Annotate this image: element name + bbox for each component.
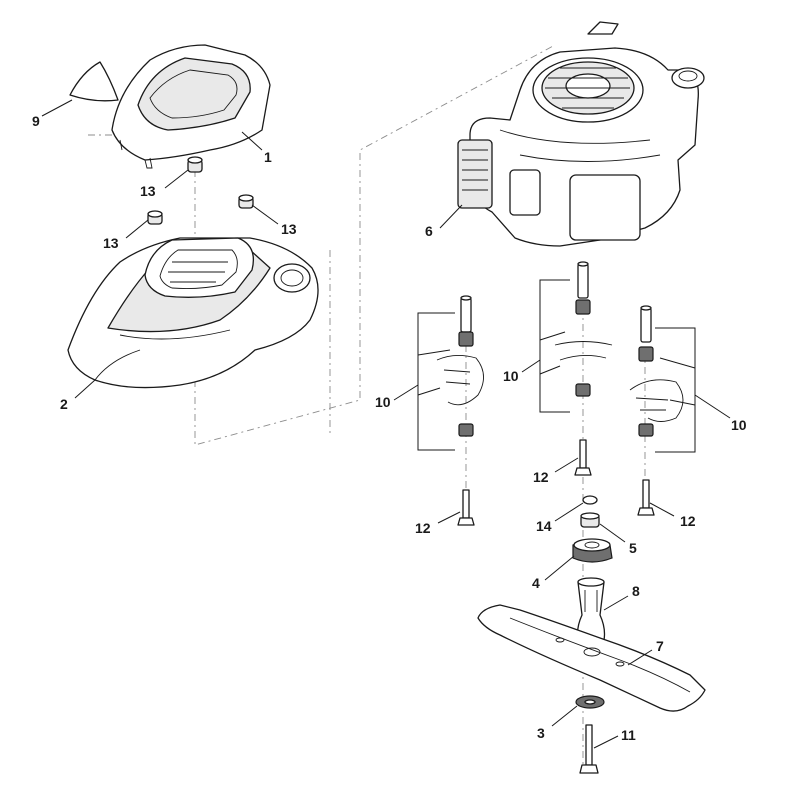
callout-10-right: 10 [731, 417, 747, 433]
left-adapter-group [436, 295, 484, 526]
part-4-hub [572, 538, 613, 563]
callout-12-left: 12 [415, 520, 431, 536]
leader-lines [41, 99, 731, 749]
part-2-lower-housing [67, 237, 319, 389]
callout-12-right: 12 [680, 513, 696, 529]
part-13-grommet-right [238, 194, 254, 209]
part-13-grommet-upper [187, 156, 203, 173]
callout-labels: 9 1 13 13 13 2 6 10 10 10 12 12 12 14 5 … [32, 113, 747, 743]
callout-12-center: 12 [533, 469, 549, 485]
right-adapter-group [629, 305, 684, 516]
callout-6: 6 [425, 223, 433, 239]
part-13-grommet-left [147, 210, 163, 225]
part-8-blade-adapter [576, 577, 606, 644]
part-6-engine [457, 21, 705, 247]
callout-13-left: 13 [103, 235, 119, 251]
callout-4: 4 [532, 575, 540, 591]
part-7-blade [477, 604, 706, 712]
callout-11: 11 [621, 727, 636, 743]
part-1-engine-cover [111, 44, 271, 169]
callout-14: 14 [536, 518, 552, 534]
center-adapter-group [554, 261, 613, 476]
brackets-item-10 [417, 279, 696, 453]
callout-13-upper: 13 [140, 183, 156, 199]
part-5-spacer [580, 512, 600, 528]
part-3-washer [575, 695, 605, 709]
callout-1: 1 [264, 149, 272, 165]
part-11-bolt [579, 724, 599, 774]
callout-2: 2 [60, 396, 68, 412]
callout-13-right: 13 [281, 221, 297, 237]
part-14-small-washer [582, 495, 598, 505]
callout-5: 5 [629, 540, 637, 556]
callout-8: 8 [632, 583, 640, 599]
callout-10-left: 10 [375, 394, 391, 410]
callout-7: 7 [656, 638, 664, 654]
callout-10-center: 10 [503, 368, 519, 384]
callout-3: 3 [537, 725, 545, 741]
callout-9: 9 [32, 113, 40, 129]
part-9-triangle-cover [69, 61, 119, 102]
